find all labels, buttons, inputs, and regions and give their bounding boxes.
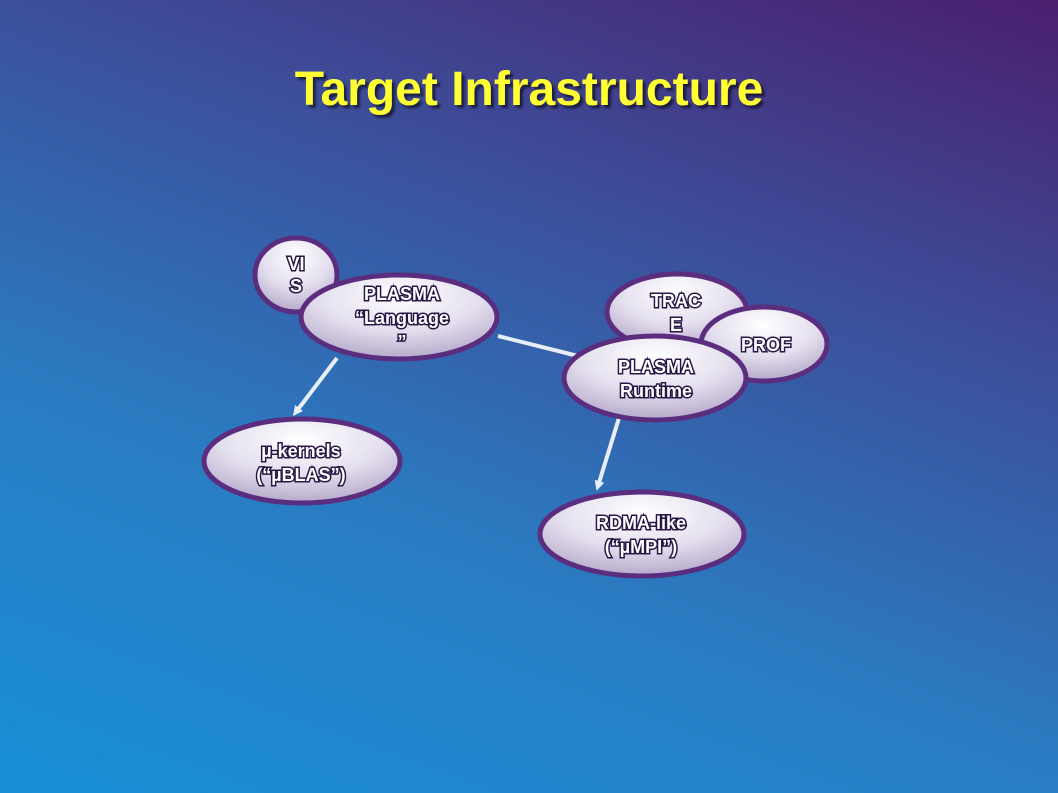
node-vis-label-2: S: [290, 276, 302, 296]
node-plasma-runtime-shape: [561, 333, 749, 423]
node-trace: TRAC E: [604, 271, 750, 353]
node-mu-kernels-label-2: (“µBLAS”): [256, 465, 345, 485]
node-rdma-like-label-2: (“µMPI”): [605, 537, 677, 557]
node-plasma-runtime: PLASMA Runtime: [561, 333, 749, 423]
node-plasma-language: PLASMA “Language ”: [298, 272, 500, 362]
node-plasma-language-shape: [298, 272, 500, 362]
node-rdma-like: RDMA-like (“µMPI”): [537, 489, 747, 579]
connector-language-runtime: [497, 334, 579, 358]
node-trace-label-2: E: [670, 315, 682, 335]
node-mu-kernels-label-1: µ-kernels: [261, 441, 340, 461]
node-plasma-runtime-label-1: PLASMA: [618, 357, 694, 377]
node-plasma-language-label-2: “Language: [355, 308, 449, 328]
node-mu-kernels-shape: [201, 416, 403, 506]
arrow-language-to-kernels: [292, 356, 339, 416]
node-plasma-runtime-label-2: Runtime: [620, 381, 692, 401]
node-trace-label-1: TRAC: [651, 291, 701, 311]
node-rdma-like-label-1: RDMA-like: [596, 513, 686, 533]
node-rdma-like-shape: [537, 489, 747, 579]
node-prof-label-1: PROF: [741, 335, 791, 355]
node-plasma-language-label-1: PLASMA: [364, 284, 440, 304]
node-plasma-language-label-3: ”: [398, 332, 407, 352]
arrow-runtime-to-rdma: [594, 417, 621, 491]
slide-title: Target Infrastructure: [294, 63, 764, 116]
node-vis-label-1: VI: [287, 254, 304, 274]
node-mu-kernels: µ-kernels (“µBLAS”): [201, 416, 403, 506]
